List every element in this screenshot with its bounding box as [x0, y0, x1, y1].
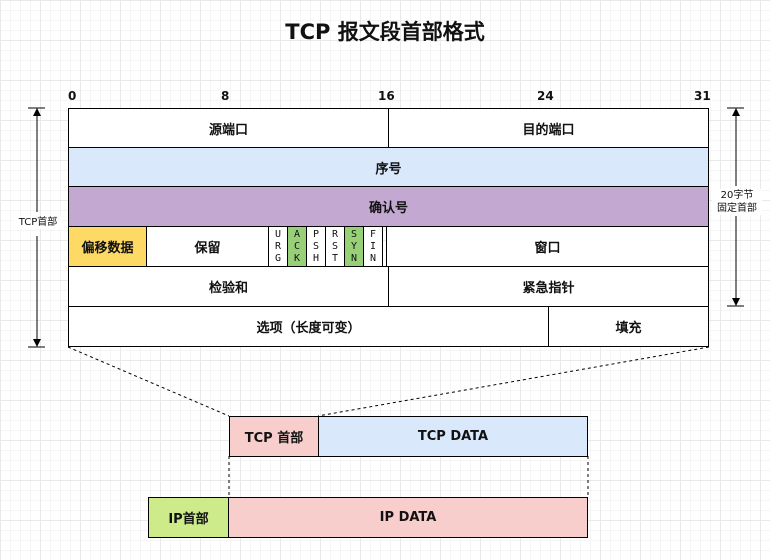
fixed-header-label-line2: 固定首部	[717, 203, 757, 214]
bit-number-8: 8	[221, 89, 230, 103]
flag-letter: U	[274, 228, 282, 240]
flag-letter: A	[293, 228, 301, 240]
flag-letter: P	[312, 228, 320, 240]
flag-letter: S	[331, 240, 339, 252]
flag-letter: S	[350, 228, 358, 240]
bit-number-16: 16	[378, 89, 395, 103]
urgent-pointer-field: 紧急指针	[388, 266, 709, 307]
flag-letter: F	[369, 228, 377, 240]
bit-number-24: 24	[537, 89, 554, 103]
flag-letter: N	[350, 252, 358, 264]
bit-number-31: 31	[694, 89, 711, 103]
flag-letter: H	[312, 252, 320, 264]
flag-letter: Y	[350, 240, 358, 252]
checksum-field: 检验和	[68, 266, 389, 307]
page-title: TCP 报文段首部格式	[285, 20, 485, 44]
flag-letter: T	[331, 252, 339, 264]
flag-letter: G	[274, 252, 282, 264]
padding-field: 填充	[548, 306, 709, 347]
zoom-line-left	[67, 346, 230, 417]
tcp-header-label: TCP首部	[14, 216, 62, 229]
options-field: 选项（长度可变）	[68, 306, 549, 347]
segment-tcp-header: TCP 首部	[229, 416, 319, 457]
flag-letter: I	[369, 240, 377, 252]
flag-letter: K	[293, 252, 301, 264]
fixed-header-label: 20字节 固定首部	[712, 189, 762, 215]
fixed-header-label-line1: 20字节	[720, 190, 754, 201]
flag-letter: C	[293, 240, 301, 252]
datagram-ip-header: IP首部	[148, 497, 229, 538]
flag-letter: R	[274, 240, 282, 252]
flag-letter: N	[369, 252, 377, 264]
zoom-line-right	[317, 346, 710, 417]
reserved-field: 保留	[146, 226, 269, 267]
bit-number-0: 0	[68, 89, 77, 103]
datagram-ip-data: IP DATA	[228, 497, 588, 538]
flag-letter: S	[312, 240, 320, 252]
flag-letter: R	[331, 228, 339, 240]
segment-tcp-data: TCP DATA	[318, 416, 588, 457]
dest-port-field: 目的端口	[388, 108, 709, 148]
